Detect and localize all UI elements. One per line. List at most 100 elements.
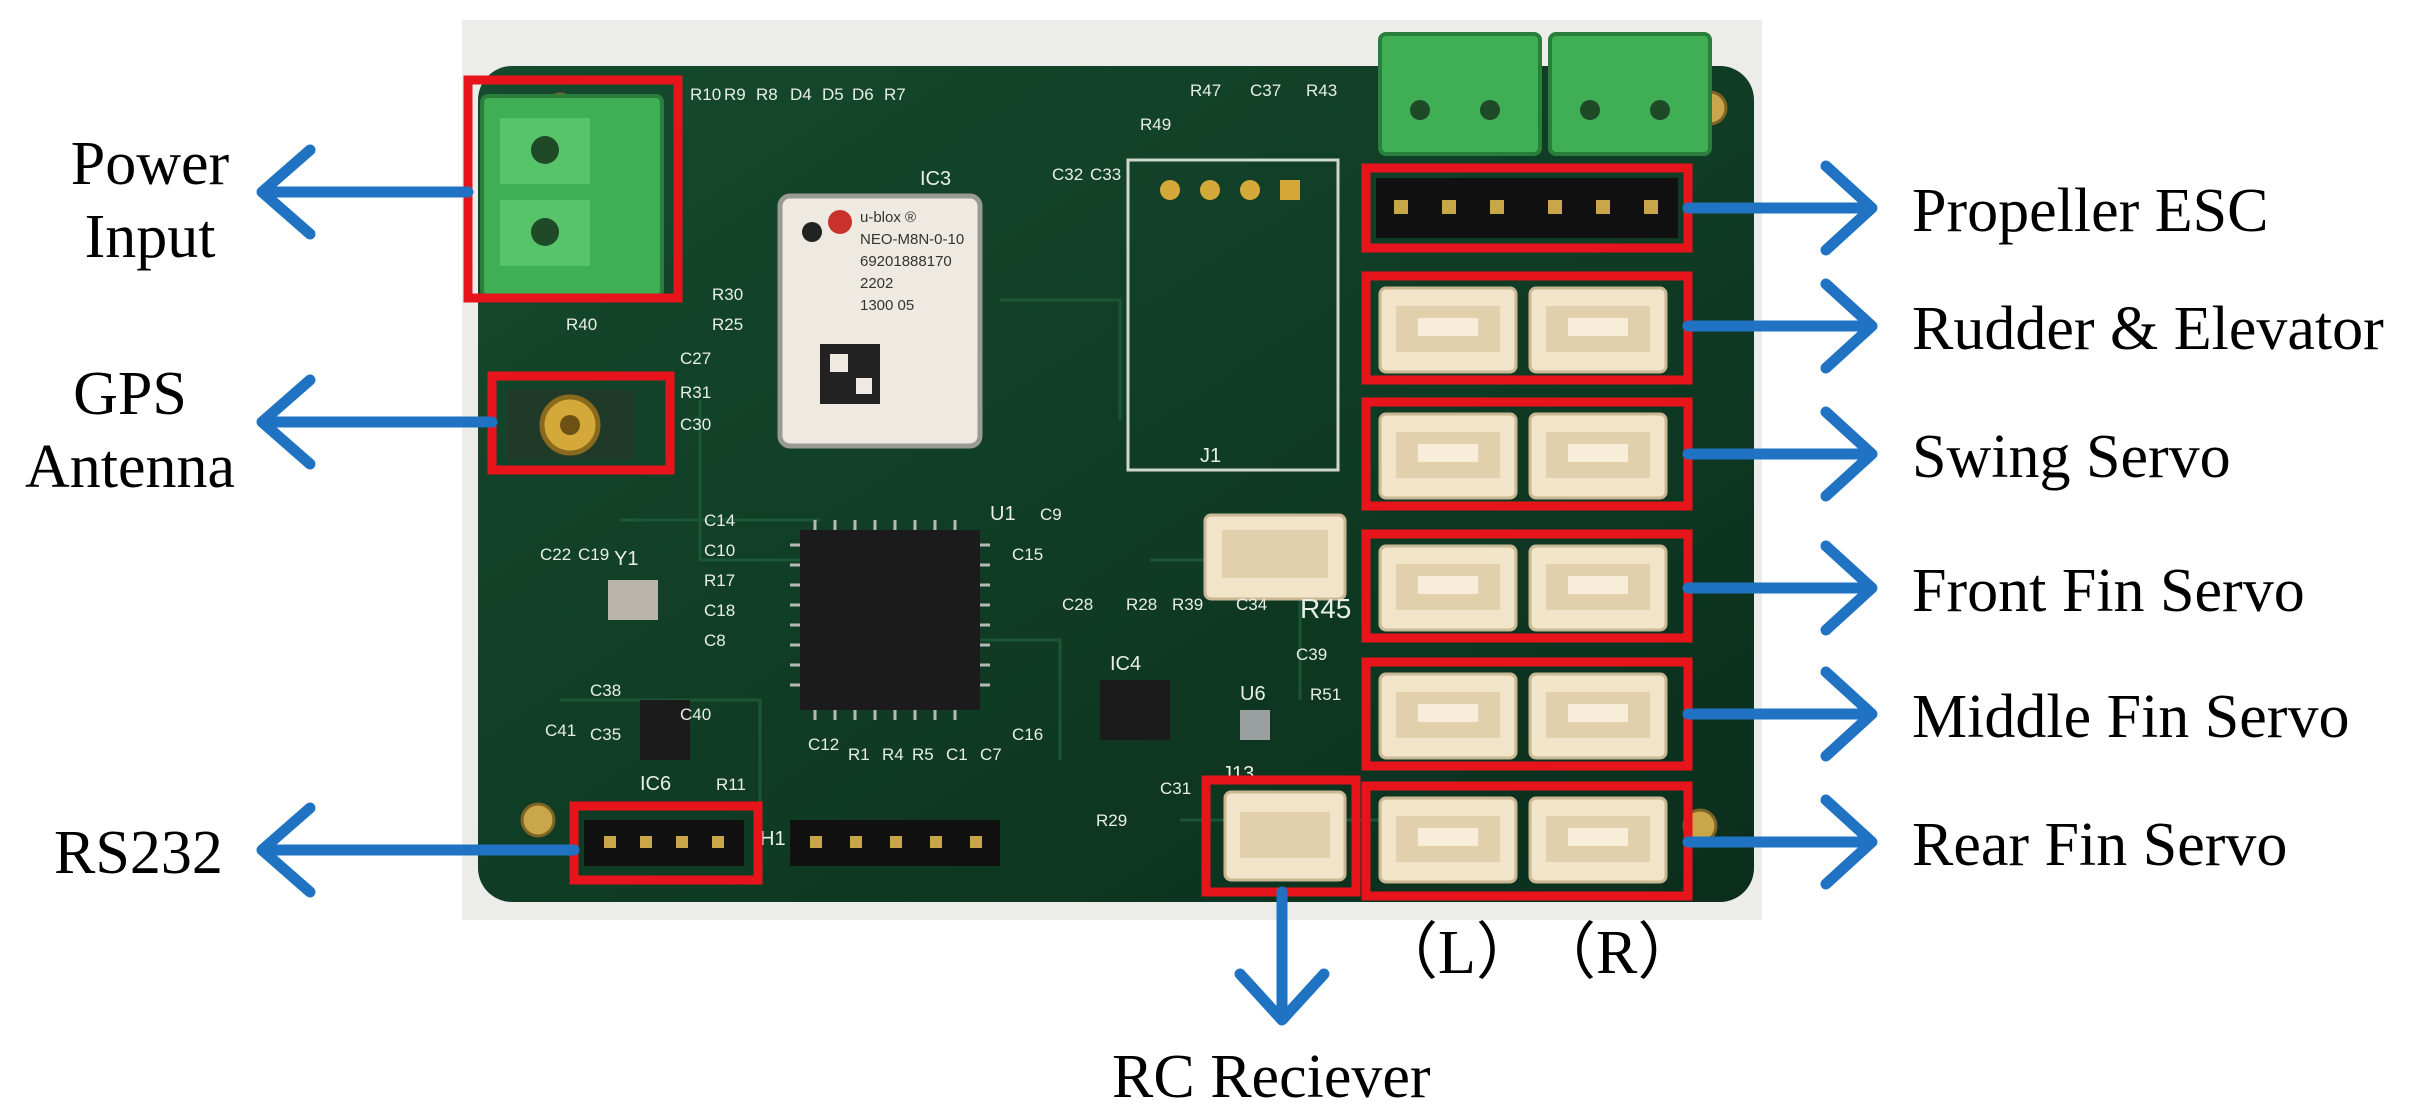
arrow-propeller-esc [1682, 160, 1878, 256]
component-label: D4 [790, 85, 812, 104]
power-terminal-block [480, 94, 664, 298]
label-left-side: （L） [1376, 919, 1538, 987]
silk-j1: J1 [1200, 445, 1221, 467]
label-propeller-esc: Propeller ESC [1912, 177, 2269, 245]
component-label: R31 [680, 383, 711, 402]
arrow-rear-fin-servo [1682, 794, 1878, 890]
jst-connector [1378, 544, 1518, 632]
gps-module-line: 69201888170 [860, 253, 952, 270]
component-label: R17 [704, 571, 735, 590]
label-rudder-elevator: Rudder & Elevator [1912, 295, 2384, 363]
j1-footprint [1126, 158, 1340, 472]
component-label: R1 [848, 745, 870, 764]
component-label: C32 [1052, 165, 1083, 184]
sma-connector [506, 390, 636, 460]
component-label: C22 [540, 545, 571, 564]
component-label: R39 [1172, 595, 1203, 614]
arrow-rs232 [256, 802, 580, 898]
top-screw-terminals [1378, 32, 1712, 156]
gps-module-line: 2202 [860, 275, 893, 292]
component-label: D6 [852, 85, 874, 104]
box-rs232 [569, 801, 763, 885]
servo-connectors [1376, 178, 1678, 884]
j4-connector [1203, 513, 1347, 601]
label-rc-receiver: RC Reciever [1112, 1043, 1431, 1111]
silk-ic6: IC6 [640, 773, 671, 795]
component-label: R11 [716, 775, 746, 794]
y1-crystal [608, 580, 658, 620]
jst-connector [1528, 796, 1668, 884]
pin-headers [584, 820, 1000, 866]
label-rear-fin-servo: Rear Fin Servo [1912, 811, 2288, 879]
jst-connector [1528, 672, 1668, 760]
component-label: R4 [882, 745, 904, 764]
component-label: R28 [1126, 595, 1157, 614]
component-label: R49 [1140, 115, 1171, 134]
label-front-fin-servo: Front Fin Servo [1912, 557, 2305, 625]
silk-h1: H1 [760, 828, 786, 850]
silk-u1: U1 [990, 503, 1016, 525]
silk-ic3: IC3 [920, 168, 951, 190]
component-label: C31 [1160, 779, 1191, 798]
component-label: C8 [704, 631, 726, 650]
component-label: C30 [680, 415, 711, 434]
jst-connector [1528, 544, 1668, 632]
component-label: C19 [578, 545, 609, 564]
esc-header [1376, 178, 1678, 238]
arrow-gps-antenna [256, 374, 498, 470]
component-label: R43 [1306, 81, 1337, 100]
component-label: C9 [1040, 505, 1062, 524]
component-label: R40 [566, 315, 597, 334]
silk-u6: U6 [1240, 683, 1266, 705]
label-middle-fin-servo: Middle Fin Servo [1912, 683, 2350, 751]
component-label: R29 [1096, 811, 1127, 830]
jst-connector [1528, 412, 1668, 500]
component-label: C7 [980, 745, 1002, 764]
component-label: R30 [712, 285, 743, 304]
jst-connector [1378, 286, 1518, 374]
component-label: R5 [912, 745, 934, 764]
component-label: C39 [1296, 645, 1327, 664]
component-label: C15 [1012, 545, 1043, 564]
silk-r45: R45 [1300, 593, 1351, 624]
component-label: C16 [1012, 725, 1043, 744]
component-label: C27 [680, 349, 711, 368]
component-label: R47 [1190, 81, 1221, 100]
arrow-front-fin-servo [1682, 540, 1878, 636]
label-rs232: RS232 [54, 819, 223, 887]
component-label: R10 [690, 85, 721, 104]
arrow-power-input [256, 144, 474, 240]
component-label: D5 [822, 85, 844, 104]
arrows [256, 144, 1878, 1026]
component-label: R9 [724, 85, 746, 104]
component-label: C34 [1236, 595, 1267, 614]
arrow-swing-servo [1682, 406, 1878, 502]
label-right-side: （R） [1534, 919, 1700, 987]
component-label: C37 [1250, 81, 1281, 100]
jst-connector [1378, 796, 1518, 884]
gps-module-line: u-blox ® [860, 209, 916, 226]
ic6-chip [640, 700, 690, 760]
component-label: R7 [884, 85, 906, 104]
silkscreen-texts: IC3 IC4 IC6 U1 U6 J1 J13 H1 Y1 R45 [614, 168, 1351, 850]
component-label: C12 [808, 735, 839, 754]
component-label: C35 [590, 725, 621, 744]
jst-connector [1528, 286, 1668, 374]
component-label: R25 [712, 315, 743, 334]
label-gps-antenna: GPS Antenna [24, 360, 236, 502]
silk-y1: Y1 [614, 548, 638, 570]
gps-module [777, 193, 983, 449]
label-power-input: Power Input [70, 130, 230, 272]
component-label: C18 [704, 601, 735, 620]
mcu-chip [790, 520, 990, 720]
arrow-rudder-elevator [1682, 278, 1878, 374]
component-label: C28 [1062, 595, 1093, 614]
component-label: R8 [756, 85, 778, 104]
jst-connector [1378, 672, 1518, 760]
silk-ic4: IC4 [1110, 653, 1141, 675]
component-label: C1 [946, 745, 968, 764]
arrow-middle-fin-servo [1682, 666, 1878, 762]
rc-receiver-connector [1223, 790, 1347, 882]
ic4-chip [1100, 680, 1170, 740]
